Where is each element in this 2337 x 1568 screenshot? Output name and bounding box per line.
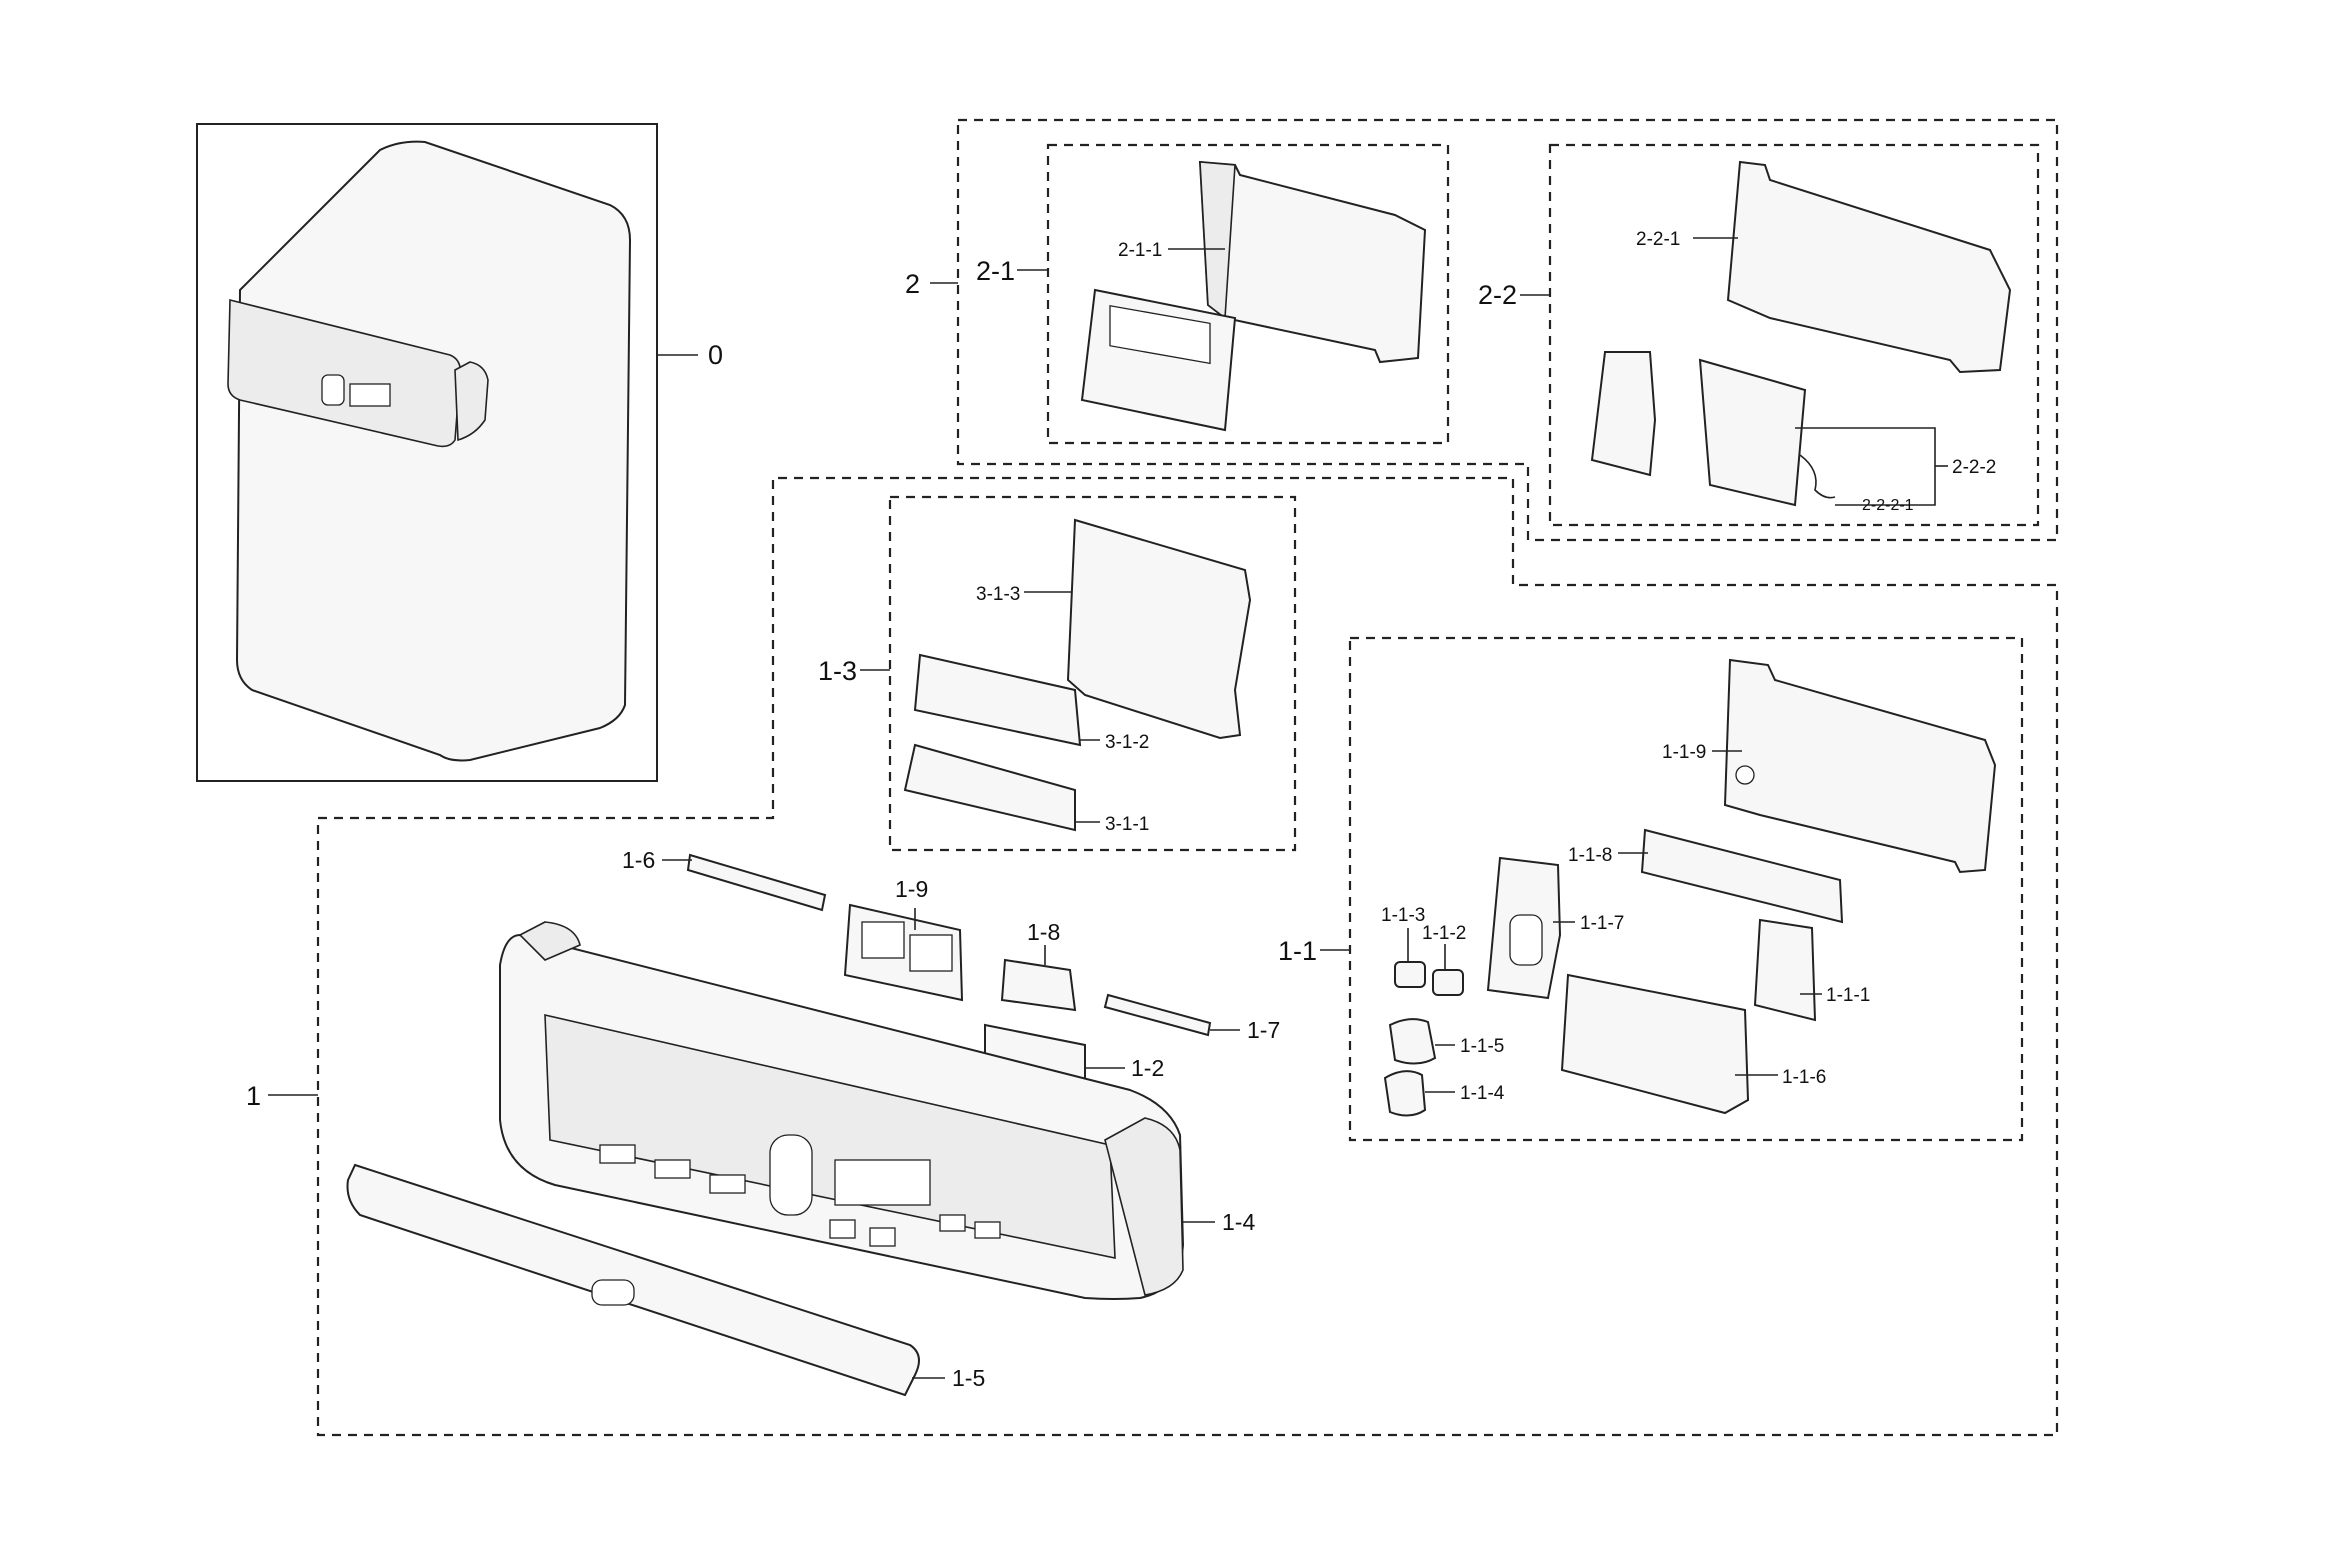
part-1-1-8-led-holder	[1640, 828, 1844, 924]
part-3-1-3-holder	[1066, 518, 1252, 740]
label-1-3: 1-3	[818, 656, 857, 686]
part-1-4-button-c	[709, 1174, 746, 1194]
label-2-2-1: 2-2-1	[1636, 229, 1680, 250]
label-1-1-4: 1-1-4	[1460, 1083, 1505, 1104]
label-0: 0	[708, 340, 723, 370]
part-1-1-3-button	[1394, 961, 1426, 988]
part-1-5-trim-strip	[346, 1163, 920, 1397]
part-1-4-display-window	[834, 1159, 931, 1206]
part-1-8-cover	[1000, 958, 1077, 1012]
part-2-2-center-board	[1698, 358, 1807, 507]
group-2-1-outline	[1046, 143, 1450, 445]
part-1-1-2-button	[1432, 969, 1464, 996]
label-1-1-3: 1-1-3	[1381, 905, 1425, 926]
group-1-3-outline	[888, 495, 1297, 852]
part-1-1-5-knob-cap	[1388, 1018, 1437, 1065]
group-1-1-outline	[1348, 636, 2024, 1142]
label-2-2-2: 2-2-2	[1952, 457, 1996, 478]
label-2: 2	[905, 269, 920, 299]
label-2-2: 2-2	[1478, 280, 1517, 310]
label-1-6: 1-6	[622, 847, 655, 873]
group-2: 2 2-1 2-1-1 2-2 2-2-1 2-2-2 2-2-2-1	[905, 118, 2059, 542]
part-2-2-left-board	[1590, 351, 1657, 477]
part-0-console	[227, 298, 462, 448]
part-1-1-4-knob	[1383, 1070, 1427, 1117]
label-1-8: 1-8	[1027, 919, 1060, 945]
part-1-7-strip	[1103, 993, 1212, 1037]
part-1-9-window-left	[861, 921, 905, 959]
label-1-1-1: 1-1-1	[1826, 985, 1870, 1006]
label-3-1-3: 3-1-3	[976, 584, 1020, 605]
label-1-2: 1-2	[1131, 1055, 1164, 1081]
part-3-1-1-button-frame	[903, 743, 1076, 832]
part-0-cabinet	[235, 140, 632, 762]
part-3-1-2-button-frame	[913, 653, 1082, 747]
label-3-1-1: 3-1-1	[1105, 814, 1149, 835]
label-1-1-6: 1-1-6	[1782, 1067, 1826, 1088]
label-1-1-7: 1-1-7	[1580, 913, 1624, 934]
group-1-outline	[316, 476, 2059, 1437]
label-2-2-2-1: 2-2-2-1	[1862, 497, 1914, 514]
part-0-end-cap	[454, 361, 489, 442]
part-1-4-panel-face	[544, 1013, 1116, 1259]
part-1-4-button-b	[654, 1159, 691, 1179]
part-1-4-button-g	[974, 1221, 1001, 1239]
part-1-9-window-right	[909, 934, 953, 972]
label-2-1: 2-1	[976, 256, 1015, 286]
part-0-display	[321, 374, 345, 406]
label-2-1-1: 2-1-1	[1118, 240, 1162, 261]
part-1-4-button-a	[599, 1144, 636, 1164]
part-1-1-1-button-block	[1753, 918, 1817, 1022]
label-1-1: 1-1	[1278, 936, 1317, 966]
part-2-2-2-1-harness	[1799, 454, 1836, 499]
group-2-2-outline	[1548, 143, 2040, 527]
part-1-4-button-e	[869, 1227, 896, 1247]
part-1-1-7-knob-hole	[1509, 914, 1543, 966]
label-1: 1	[246, 1081, 261, 1111]
label-3-1-2: 3-1-2	[1105, 732, 1149, 753]
part-1-4-end-cap-right	[1104, 1117, 1184, 1296]
label-1-5: 1-5	[952, 1365, 985, 1391]
part-1-1-9-pcb	[1723, 658, 1997, 874]
label-1-1-2: 1-1-2	[1422, 923, 1466, 944]
label-1-1-9: 1-1-9	[1662, 742, 1706, 763]
label-1-1-8: 1-1-8	[1568, 845, 1612, 866]
label-1-7: 1-7	[1247, 1017, 1280, 1043]
label-1-4: 1-4	[1222, 1209, 1255, 1235]
part-0-cabinet-group	[196, 123, 658, 782]
leader-2-2-2	[1795, 427, 1936, 506]
part-0-frame	[196, 123, 658, 782]
part-1-4-end-cap-left	[518, 921, 581, 961]
part-0-display-window	[349, 383, 391, 407]
label-1-1-5: 1-1-5	[1460, 1036, 1504, 1057]
part-1-4-button-f	[939, 1214, 966, 1232]
part-2-1-plate-window	[1109, 304, 1211, 365]
part-1-4-button-d	[829, 1219, 856, 1239]
part-1-5-knob-opening	[591, 1279, 635, 1306]
part-1-1-6-main-pcb	[1560, 973, 1750, 1115]
group-1: 1 1-3 3-1-3 3-1-2 3-1-1 1-6 1-9 1-8 1-7 …	[246, 476, 2059, 1437]
part-2-2-1-main-board	[1726, 160, 2012, 374]
part-1-4-knob-recess	[769, 1134, 813, 1216]
part-1-6-bracket	[686, 853, 827, 912]
label-1-9: 1-9	[895, 876, 928, 902]
group-2-outline	[956, 118, 2059, 542]
part-2-1-board-plate	[1080, 288, 1237, 432]
part-1-1-9-encoder	[1735, 765, 1755, 785]
callout-0: 0	[657, 340, 723, 370]
